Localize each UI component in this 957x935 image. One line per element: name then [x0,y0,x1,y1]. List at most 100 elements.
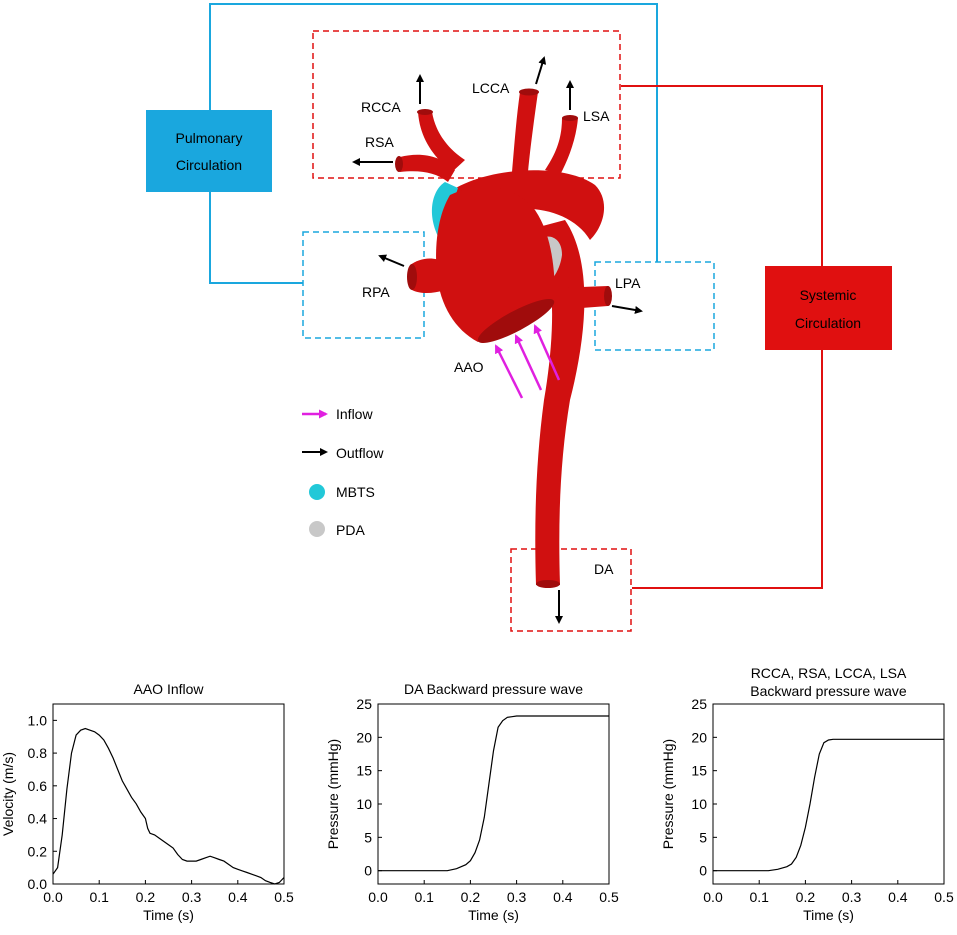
systemic-label-line2: Circulation [795,315,861,331]
plot-frame [52,703,285,885]
aao-inflow-arrow-3 [533,324,561,381]
lpa-label: LPA [615,275,641,291]
x-tick-label: 0.2 [136,889,156,905]
legend: Inflow Outflow MBTS PDA [302,406,384,538]
legend-mbts-label: MBTS [336,484,375,500]
x-tick-label: 0.4 [888,889,908,905]
x-tick-label: 0.0 [43,889,63,905]
rpa-label: RPA [362,284,390,300]
y-tick-label: 15 [691,763,707,779]
systemic-line-top [621,85,823,266]
systemic-label-line1: Systemic [800,287,857,303]
aao-inflow-arrow-1 [494,344,524,399]
aao-inflow-chart: AAO Inflow 0.0 0.1 0.2 0.3 0.4 0.5 0.0 0.2 0.4 0.6… [0,681,294,923]
lcca-outlet [519,88,539,96]
chart-title-line2: Backward pressure wave [750,683,907,699]
x-tick-label: 0.3 [507,889,527,905]
lcca-outflow-arrow [535,56,547,85]
x-tick-label: 0.5 [934,889,954,905]
series-line [52,727,285,885]
descending-aorta [535,220,585,585]
y-tick-label: 25 [691,696,707,712]
head-vessels-box [312,30,621,179]
chart-title: AAO Inflow [133,681,204,697]
x-axis-label: Time (s) [143,907,194,923]
y-tick-label: 20 [691,729,707,745]
lsa-label: LSA [583,108,610,124]
x-tick-label: 0.5 [274,889,294,905]
rcca-label: RCCA [361,99,401,115]
pulmonary-label-line1: Pulmonary [176,130,243,146]
vessel-model [395,88,612,588]
pulmonary-line-bottom [209,192,303,284]
series-line [378,715,609,872]
systemic-circulation-box: Systemic Circulation [765,266,892,350]
y-tick-label: 1.0 [28,712,48,728]
systemic-line-bottom [632,350,823,589]
legend-pda-swatch [309,521,325,537]
y-tick-label: 25 [356,696,372,712]
plot-frame [377,703,610,885]
x-tick-label: 0.3 [182,889,202,905]
plot-frame [712,703,945,885]
rpa-outflow-arrow [378,254,405,267]
y-tick-label: 5 [364,829,372,845]
lpa-outlet [604,286,612,306]
inflow-arrows [494,324,561,399]
aao-inflow-arrow-2 [514,334,543,391]
y-axis-label: Pressure (mmHg) [660,739,676,849]
x-tick-label: 0.1 [89,889,109,905]
rpa-branch [410,258,445,293]
rcca-branch [418,112,465,172]
y-tick-label: 0.0 [28,876,48,892]
da-label: DA [594,561,614,577]
y-axis-label: Pressure (mmHg) [325,739,341,849]
da-outlet [536,580,560,588]
legend-mbts-swatch [309,484,325,500]
head-vessels-pressure-chart: RCCA, RSA, LCCA, LSA Backward pressure wa… [660,665,954,923]
legend-inflow-label: Inflow [336,406,373,422]
rsa-outlet [395,156,403,172]
pulmonary-label-line2: Circulation [176,157,242,173]
x-tick-label: 0.4 [553,889,573,905]
chart-title: DA Backward pressure wave [404,681,583,697]
rpa-outlet [407,264,417,290]
y-tick-label: 20 [356,729,372,745]
chart-title-line1: RCCA, RSA, LCCA, LSA [751,665,907,681]
pulmonary-circulation-box: Pulmonary Circulation [146,110,272,192]
rcca-outlet [417,109,433,115]
y-axis-label: Velocity (m/s) [0,752,16,836]
y-tick-label: 0.2 [28,843,48,859]
legend-outflow-label: Outflow [336,445,384,461]
legend-pda-label: PDA [336,522,365,538]
systemic-loop [621,85,823,589]
pulmonary-line-top [209,3,658,262]
x-tick-label: 0.5 [599,889,619,905]
y-tick-label: 0.6 [28,778,48,794]
lpa-outflow-arrow [611,305,643,314]
x-tick-label: 0.2 [796,889,816,905]
lsa-branch [545,118,578,175]
x-tick-label: 0.2 [461,889,481,905]
lcca-branch [512,92,538,172]
y-tick-label: 15 [356,763,372,779]
x-tick-label: 0.0 [703,889,723,905]
y-tick-label: 0.8 [28,745,48,761]
x-tick-label: 0.4 [228,889,248,905]
y-tick-label: 0 [364,863,372,879]
aao-inlet [477,298,555,344]
series-line [713,738,944,872]
aao-label: AAO [454,359,484,375]
x-tick-label: 0.1 [749,889,769,905]
lcca-label: LCCA [472,80,510,96]
da-box [510,548,632,632]
pulmonary-loop [209,3,658,284]
ascending-aorta [436,186,555,342]
y-tick-label: 5 [699,829,707,845]
y-tick-label: 0.4 [28,811,48,827]
lpa-branch [555,286,608,310]
x-tick-label: 0.3 [842,889,862,905]
x-axis-label: Time (s) [468,907,519,923]
